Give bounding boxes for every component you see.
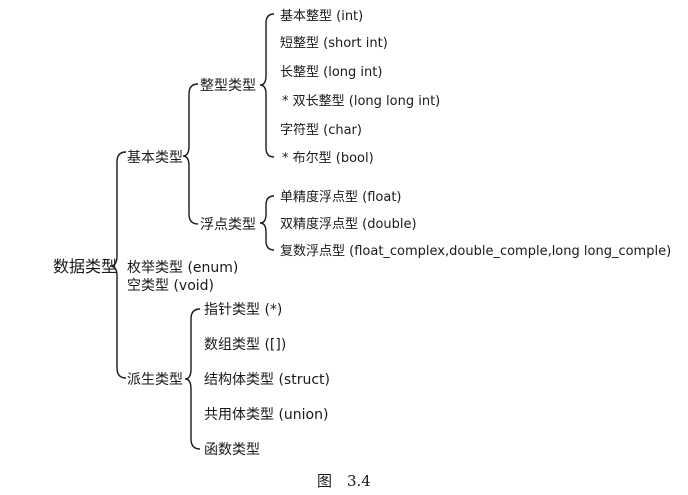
bool-item: * 布尔型 (bool) <box>282 151 374 166</box>
integer-type-label: 整型类型 <box>200 78 256 94</box>
integer-brace <box>259 13 275 158</box>
array-item: 数组类型 ([]) <box>204 337 286 353</box>
union-item: 共用体类型 (union) <box>204 407 328 423</box>
short-int-item: 短整型 (short int) <box>280 36 388 51</box>
root-label: 数据类型 <box>53 257 117 276</box>
long-long-int-item: * 双长整型 (long long int) <box>282 94 440 109</box>
double-item: 双精度浮点型 (double) <box>280 216 417 232</box>
enum-type-label: 枚举类型 (enum) <box>127 260 238 276</box>
root-brace <box>109 151 127 379</box>
float-item: 单精度浮点型 (float) <box>280 189 401 205</box>
complex-float-item: 复数浮点型 (float_complex,double_comple,long … <box>280 244 671 259</box>
basic-brace <box>182 83 199 225</box>
float-brace <box>259 195 275 251</box>
void-type-label: 空类型 (void) <box>127 278 214 294</box>
struct-item: 结构体类型 (struct) <box>204 372 330 388</box>
function-item: 函数类型 <box>204 442 260 458</box>
basic-type-label: 基本类型 <box>127 149 183 166</box>
derived-brace <box>184 308 201 450</box>
pointer-item: 指针类型 (*) <box>204 302 282 318</box>
int-item: 基本整型 (int) <box>280 9 363 24</box>
figure-caption: 图 3.4 <box>317 472 371 490</box>
char-item: 字符型 (char) <box>280 122 362 138</box>
float-type-label: 浮点类型 <box>200 217 256 233</box>
derived-type-label: 派生类型 <box>127 372 183 388</box>
long-int-item: 长整型 (long int) <box>280 65 382 80</box>
